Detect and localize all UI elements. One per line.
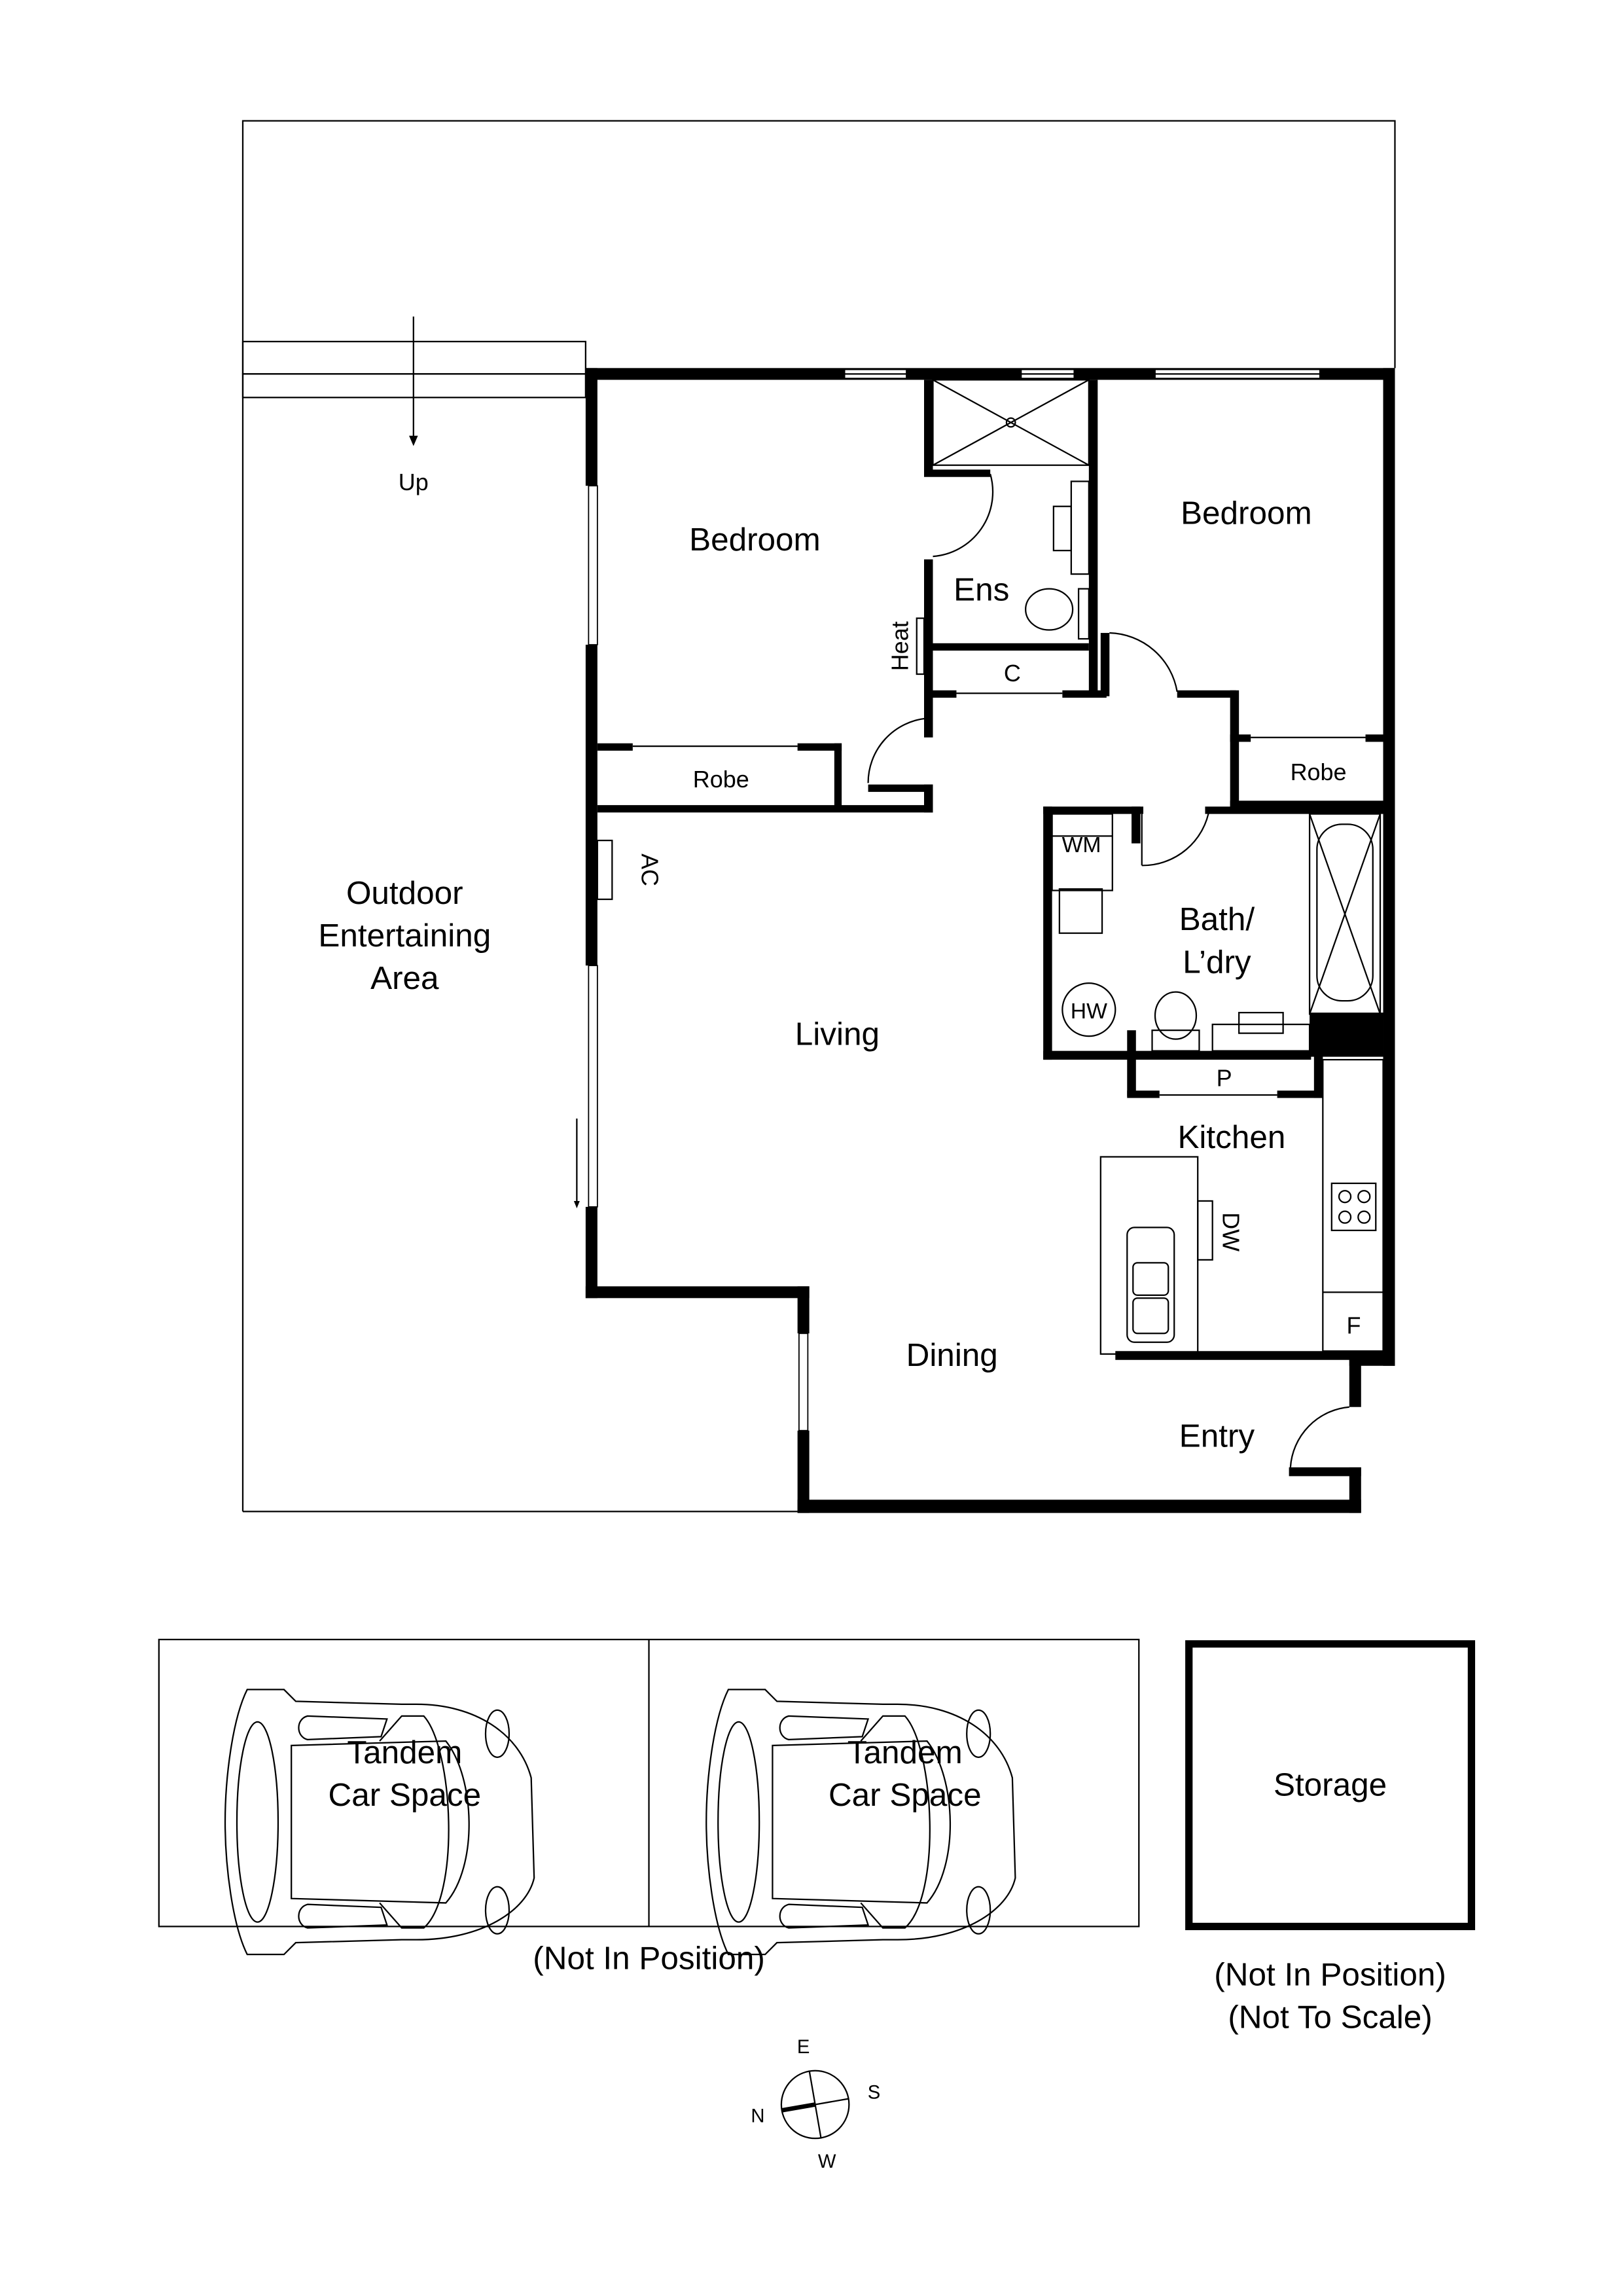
storage-note-line2: (Not To Scale) <box>1228 2000 1432 2036</box>
cooktop-icon <box>1330 1182 1377 1232</box>
compass-south: S <box>868 2082 881 2103</box>
sink-icon <box>1126 1227 1175 1343</box>
robe-1-label: Robe <box>693 766 749 793</box>
toilet-icon <box>1154 991 1198 1040</box>
compass-icon <box>780 2070 850 2140</box>
hot-water-unit <box>1061 982 1116 1037</box>
outdoor-label-line1: Outdoor <box>346 875 463 911</box>
storage-label: Storage <box>1274 1767 1387 1803</box>
hw-label: HW <box>1071 999 1107 1024</box>
site-boundary <box>241 120 1396 1513</box>
car-icon <box>705 1689 1016 1956</box>
robe-2-label: Robe <box>1291 759 1347 785</box>
bath-label-line1: Bath/ <box>1179 901 1255 937</box>
interior-walls <box>597 380 1383 1360</box>
car-space-2-line1: Tandem <box>847 1734 963 1770</box>
fixtures <box>596 379 1384 1355</box>
car-icon <box>224 1689 535 1956</box>
wm-label: WM <box>1062 833 1101 857</box>
compass-east: E <box>797 2037 810 2058</box>
storage-note-line1: (Not In Position) <box>1214 1956 1446 1992</box>
stairs-label: Up <box>399 469 429 495</box>
entry-label: Entry <box>1179 1418 1255 1454</box>
doors <box>867 473 1349 1467</box>
car-space-1-line1: Tandem <box>347 1734 462 1770</box>
bath-label-line2: L’dry <box>1183 944 1251 980</box>
compass-north: N <box>751 2106 764 2126</box>
car-space-2-line2: Car Space <box>829 1777 982 1813</box>
ensuite-label: Ens <box>954 572 1009 608</box>
compass-west: W <box>818 2151 836 2172</box>
bedroom-1-label: Bedroom <box>689 522 821 558</box>
living-label: Living <box>795 1016 880 1052</box>
pantry-label: P <box>1217 1065 1232 1092</box>
cupboard-label: C <box>1004 660 1021 687</box>
car-spaces: Tandem Car Space Tandem Car Space (Not I… <box>158 1638 1140 1977</box>
heat-label: Heat <box>886 621 913 671</box>
outdoor-label-line3: Area <box>370 960 439 996</box>
kitchen-label: Kitchen <box>1177 1119 1285 1155</box>
slide-arrow-icon <box>573 1200 580 1209</box>
windows <box>573 368 1321 1431</box>
toilet-icon <box>1025 588 1074 631</box>
dw-label: DW <box>1217 1212 1244 1251</box>
parking-note: (Not In Position) <box>533 1941 765 1977</box>
car-space-1-line2: Car Space <box>328 1777 481 1813</box>
ac-label: AC <box>636 853 663 886</box>
stairs: Up <box>241 316 586 495</box>
arrow-down-icon <box>409 435 418 446</box>
compass: E S N W <box>751 2037 880 2172</box>
outdoor-label-line2: Entertaining <box>318 918 491 954</box>
room-labels: Bedroom Bedroom Ens Heat C Robe Robe AC … <box>318 495 1361 1454</box>
drain-icon <box>1005 417 1016 428</box>
dining-label: Dining <box>906 1337 998 1373</box>
bedroom-2-label: Bedroom <box>1181 495 1312 531</box>
storage-unit: Storage (Not In Position) (Not To Scale) <box>1185 1640 1476 2036</box>
fridge-label: F <box>1347 1312 1361 1338</box>
